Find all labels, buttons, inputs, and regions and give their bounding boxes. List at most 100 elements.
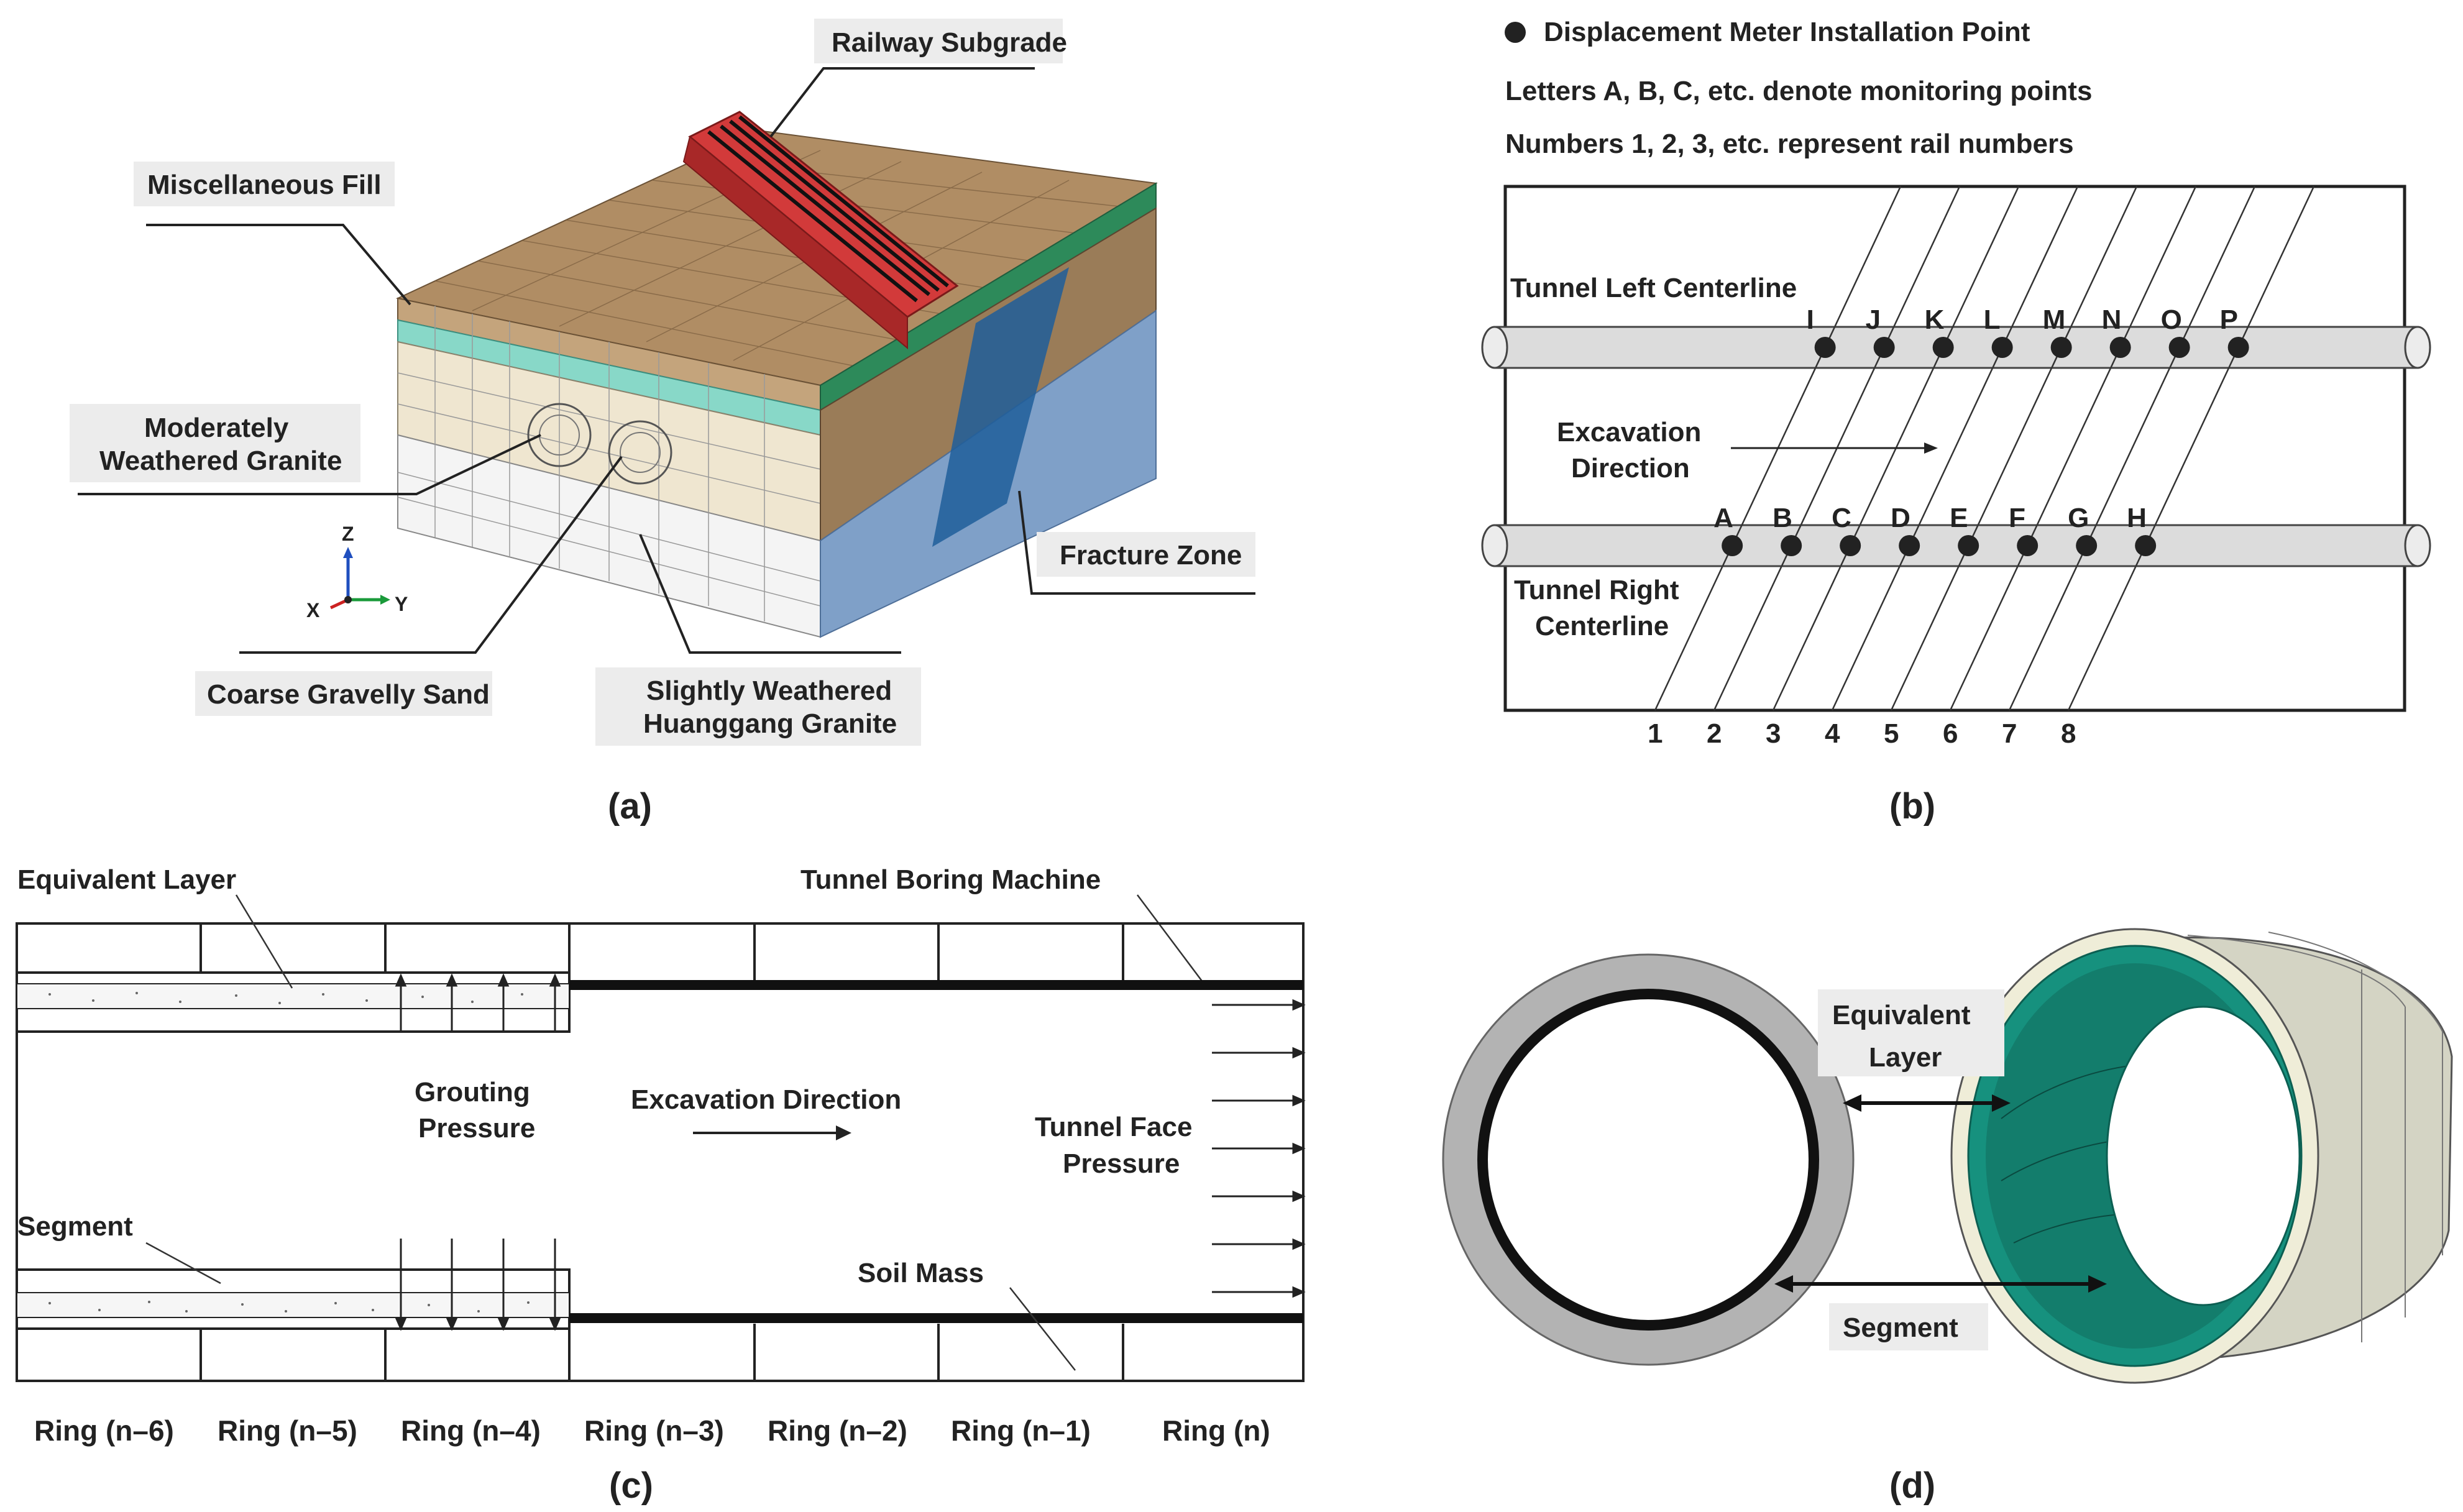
legend-text: Displacement Meter Installation Point [1544, 17, 2030, 47]
rail-number-label: 8 [2061, 718, 2076, 749]
label-grouting-2: Pressure [418, 1113, 535, 1143]
monitoring-point [2109, 337, 2131, 358]
tube-far-opening [2106, 1006, 2301, 1306]
monitoring-point [1932, 337, 1954, 358]
monitoring-point-label: C [1832, 503, 1851, 533]
arrow-segment-right [2088, 1275, 2107, 1293]
ring-label: Ring (n–1) [951, 1414, 1091, 1447]
excavation-arrowhead-c [836, 1125, 851, 1140]
label-box-slightly [595, 667, 921, 746]
tunnel-left-mesh [527, 403, 592, 467]
monitoring-point-label: N [2102, 305, 2122, 335]
caption-b: (b) [1889, 786, 1935, 827]
label-box-misc-fill [134, 162, 395, 206]
railway-subgrade-side [682, 135, 908, 350]
label-excavation-direction: Excavation Direction [631, 1084, 901, 1115]
rail-number-label: 2 [1707, 718, 1722, 749]
ring-label: Ring (n–4) [401, 1414, 541, 1447]
ring-label: Ring (n–2) [768, 1414, 907, 1447]
label-fracture-zone: Fracture Zone [1060, 540, 1242, 570]
tunnel-right-inner [620, 432, 661, 473]
ring-label: Ring (n–6) [34, 1414, 174, 1447]
monitoring-point-label: I [1807, 305, 1814, 335]
monitoring-point [1873, 337, 1895, 358]
label-box-coarse-sand [195, 671, 492, 716]
label-box-equivalent [1818, 989, 2004, 1076]
monitoring-point-label: H [2127, 503, 2147, 533]
monitoring-point-label: J [1866, 305, 1881, 335]
monitoring-point-label: D [1891, 503, 1910, 533]
monitoring-point [1958, 535, 1979, 556]
caption-c: (c) [609, 1465, 653, 1506]
monitoring-point [2050, 337, 2072, 358]
monitoring-point [2168, 337, 2190, 358]
monitoring-point [2135, 535, 2157, 556]
rail-line [2067, 186, 2315, 711]
label-railway-subgrade: Railway Subgrade [832, 27, 1067, 58]
label-face-2: Pressure [1063, 1148, 1180, 1179]
tunnel-left-end-cap [1481, 326, 1508, 369]
monitoring-point [1899, 535, 1920, 556]
label-equivalent-1: Equivalent [1832, 1000, 1971, 1030]
label-right-centerline-2: Centerline [1535, 611, 1669, 641]
monitoring-point-label: P [2220, 305, 2238, 335]
leader-equivalent-layer [235, 894, 293, 989]
axis-triad: Z X Y [306, 523, 408, 621]
leader-misc-fill [146, 224, 411, 306]
monitoring-point [2017, 535, 2039, 556]
tunnel-right-end-cap [1481, 524, 1508, 567]
monitoring-point-label: E [1950, 503, 1968, 533]
caption-d: (d) [1889, 1465, 1935, 1506]
ring-label: Ring (n–5) [218, 1414, 357, 1447]
label-equivalent-layer: Equivalent Layer [17, 864, 236, 895]
leader-fracture [1018, 490, 1255, 595]
rail-line [2008, 186, 2256, 711]
label-moderately-2: Weathered Granite [99, 446, 342, 476]
tunnel-left-end-cap-right [2404, 326, 2431, 369]
axis-z-label: Z [342, 523, 354, 545]
monitoring-point-label: O [2161, 305, 2182, 335]
rail-number-label: 1 [1648, 718, 1663, 749]
label-box-railway [814, 19, 1063, 63]
panel-a: Z X Y Railway Subgrade Miscellaneous Fil… [70, 19, 1255, 827]
label-box-moderately [70, 404, 360, 482]
ring-label: Ring (n) [1162, 1414, 1270, 1447]
plan-frame [1503, 185, 2406, 712]
label-box-fracture [1037, 532, 1255, 577]
tbm-shell-top [569, 980, 1303, 990]
monitoring-point-label: L [1984, 305, 2001, 335]
arrow-segment-left [1774, 1275, 1793, 1293]
monitoring-point [1814, 337, 1836, 358]
label-excavation-1: Excavation [1557, 417, 1701, 447]
label-moderately-1: Moderately [144, 413, 289, 443]
label-right-centerline-1: Tunnel Right [1514, 575, 1679, 605]
cross-section-inner [1488, 999, 1809, 1320]
rail-number-label: 6 [1943, 718, 1958, 749]
monitoring-point-label: B [1773, 503, 1792, 533]
label-grouting-1: Grouting [415, 1077, 530, 1107]
label-coarse-sand: Coarse Gravelly Sand [207, 679, 490, 710]
label-face-1: Tunnel Face [1035, 1112, 1192, 1142]
note-numbers: Numbers 1, 2, 3, etc. represent rail num… [1505, 129, 2074, 159]
label-slightly-2: Huanggang Granite [643, 708, 897, 739]
label-soil-mass: Soil Mass [858, 1258, 984, 1288]
leader-tbm [1137, 894, 1203, 983]
tbm-shell-bottom [569, 1313, 1303, 1323]
tunnel-right-end-cap-right [2404, 524, 2431, 567]
leader-segment-c [145, 1242, 221, 1285]
monitoring-point [1781, 535, 1802, 556]
leader-railway [769, 67, 1035, 138]
legend-dot [1505, 22, 1526, 43]
leader-soil-mass [1009, 1287, 1076, 1371]
label-segment-c: Segment [17, 1211, 133, 1242]
equivalent-layer-speckle [48, 992, 530, 1313]
bottom-equivalent-layer [16, 1292, 570, 1318]
ring-label: Ring (n–3) [584, 1414, 724, 1447]
ring-labels-group: Ring (n–6) Ring (n–5) Ring (n–4) Ring (n–3)… [34, 1414, 1270, 1447]
axis-y-label: Y [395, 593, 408, 615]
axis-x-label: X [306, 599, 320, 621]
label-misc-fill: Miscellaneous Fill [147, 170, 382, 200]
